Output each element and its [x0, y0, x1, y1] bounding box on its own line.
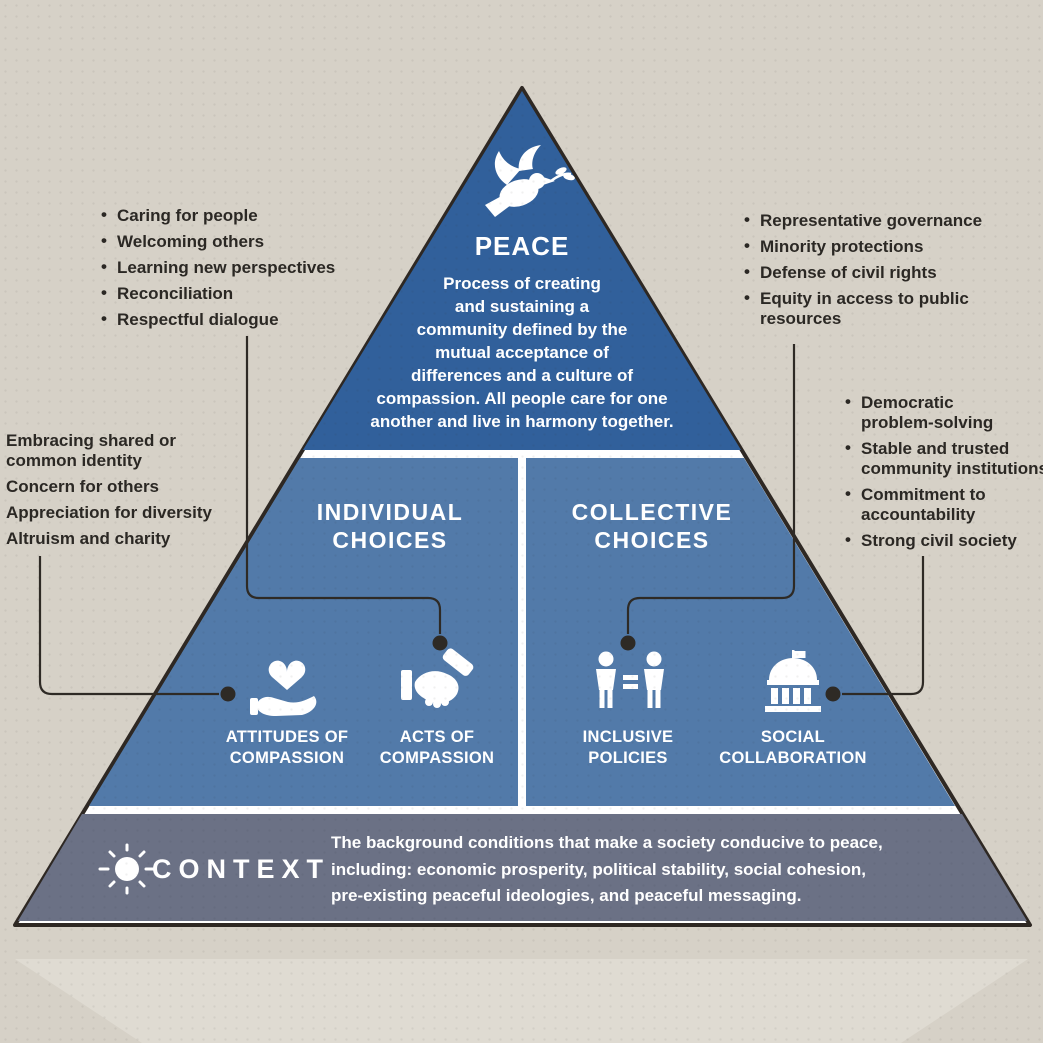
floor-shadow	[15, 959, 1028, 1043]
connector-acts	[245, 336, 442, 634]
list-item: Embracing shared or common identity	[6, 431, 177, 470]
individual-choices-heading: INDIVIDUAL CHOICES	[316, 499, 464, 553]
dot-policies	[620, 635, 636, 651]
dove-icon	[485, 145, 575, 217]
heart-in-hand-icon	[250, 660, 317, 716]
list-item: Minority protections	[743, 236, 1033, 257]
inclusive-policies-list: Representative governanceMinority protec…	[743, 210, 1033, 335]
list-item: Appreciation for diversity	[6, 503, 212, 522]
list-item: Welcoming others	[100, 231, 356, 252]
tier-label-acts: ACTS OF COMPASSION	[379, 728, 495, 767]
social-collaboration-list: Democratic problem-solvingStable and tru…	[844, 392, 1043, 557]
person-left	[596, 651, 616, 708]
list-item: Learning new perspectives	[100, 257, 356, 278]
list-item: Respectful dialogue	[100, 309, 356, 330]
tier-label-collaboration: SOCIAL COLLABORATION	[719, 728, 867, 767]
government-building-icon	[765, 650, 821, 712]
list-item: Commitment to accountability	[844, 484, 1043, 525]
connector-dots	[220, 635, 841, 702]
list-item: Reconciliation	[100, 283, 356, 304]
list-item: Representative governance	[743, 210, 1033, 231]
peace-description: Process of creating and sustaining a com…	[370, 274, 674, 431]
peace-title: PEACE	[474, 231, 570, 261]
list-item: Altruism and charity	[6, 529, 171, 548]
tier-label-policies: INCLUSIVE POLICIES	[582, 728, 674, 767]
connector-lines	[38, 336, 925, 696]
connector-policies	[626, 344, 796, 634]
sun-icon	[98, 843, 156, 895]
list-item: Caring for people	[100, 205, 356, 226]
dot-acts	[432, 635, 448, 651]
tier-peace	[303, 91, 741, 450]
list-item: Defense of civil rights	[743, 262, 1033, 283]
tier-individual-choices	[89, 458, 518, 806]
connector-attitudes	[38, 556, 219, 696]
list-item: Stable and trusted community institution…	[844, 438, 1043, 479]
tier-label-attitudes: ATTITUDES OF COMPASSION	[225, 728, 349, 767]
people-equality-icon	[596, 651, 664, 708]
collective-choices-heading: COLLECTIVE CHOICES	[571, 499, 733, 553]
person-right	[644, 651, 664, 708]
dot-collaboration	[825, 686, 841, 702]
connector-collaboration	[842, 556, 925, 696]
list-item: Concern for others	[6, 477, 160, 496]
tier-context	[18, 814, 1027, 921]
list-item: Strong civil society	[844, 530, 1043, 551]
list-item: Democratic problem-solving	[844, 392, 1043, 433]
acts-of-compassion-list: Caring for peopleWelcoming othersLearnin…	[100, 205, 356, 336]
handshake-icon	[401, 648, 474, 708]
context-label: CONTEXT	[152, 854, 331, 884]
context-description: The background conditions that make a so…	[331, 833, 883, 905]
list-item: Equity in access to public resources	[743, 288, 1033, 329]
dot-attitudes	[220, 686, 236, 702]
tier-collective-choices	[526, 458, 955, 806]
